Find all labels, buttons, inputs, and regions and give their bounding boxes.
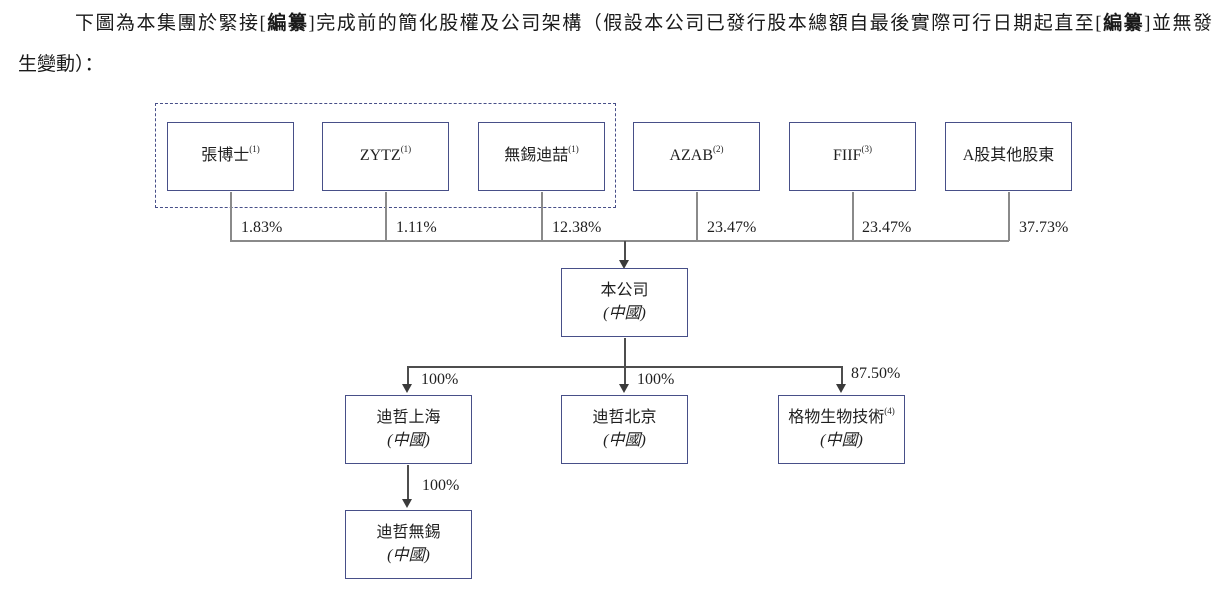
connector-line — [407, 465, 409, 500]
connector-line — [841, 366, 843, 385]
down-arrow-icon — [619, 260, 629, 269]
down-arrow-icon — [619, 384, 629, 393]
connector-line — [385, 192, 387, 241]
ownership-label: 1.11% — [396, 219, 437, 236]
footnote-marker: (4) — [884, 405, 895, 416]
connector-line — [852, 192, 854, 241]
entity-jurisdiction: (中國) — [387, 546, 430, 564]
footnote-marker: (2) — [713, 143, 724, 154]
ownership-label: 100% — [637, 371, 675, 388]
subsidiary-box-dizhe-shanghai: 迪哲上海 (中國) — [345, 395, 472, 464]
entity-name: 本公司 — [600, 282, 649, 300]
down-arrow-icon — [402, 499, 412, 508]
footnote-marker: (1) — [400, 143, 412, 154]
shareholder-box-zytz: ZYTZ(1) — [322, 122, 449, 191]
entity-name: 無錫迪喆(1) — [504, 143, 579, 165]
down-arrow-icon — [402, 384, 412, 393]
down-arrow-icon — [836, 384, 846, 393]
entity-jurisdiction: (中國) — [603, 431, 646, 449]
company-box: 本公司 (中國) — [561, 268, 688, 337]
intro-paragraph-line2: 生變動）： — [18, 54, 104, 75]
connector-line — [1008, 192, 1010, 241]
ownership-label: 100% — [421, 371, 459, 388]
footnote-marker: (1) — [568, 143, 579, 154]
redaction-placeholder: 編纂 — [1101, 13, 1145, 34]
ownership-label: 87.50% — [851, 365, 901, 382]
entity-jurisdiction: (中國) — [387, 431, 430, 449]
connector-line — [230, 192, 232, 241]
connector-line — [624, 241, 626, 262]
entity-name: 格物生物技術(4) — [788, 405, 895, 427]
ownership-label: 12.38% — [552, 219, 602, 236]
footnote-marker: (1) — [249, 143, 260, 154]
subsidiary-box-dizhe-wuxi: 迪哲無錫 (中國) — [345, 510, 472, 579]
shareholder-box-azab: AZAB(2) — [633, 122, 760, 191]
ownership-label: 23.47% — [707, 219, 757, 236]
entity-name: 迪哲北京 — [592, 409, 657, 427]
intro-text: 下圖為本集團於緊接[ — [75, 13, 266, 34]
intro-paragraph-line1: 下圖為本集團於緊接[編纂]完成前的簡化股權及公司架構（假設本公司已發行股本總額自… — [75, 12, 1212, 36]
entity-name: AZAB(2) — [669, 143, 724, 165]
ownership-label: 1.83% — [241, 219, 283, 236]
connector-line — [696, 192, 698, 241]
entity-jurisdiction: (中國) — [603, 304, 646, 322]
ownership-label: 100% — [422, 477, 460, 494]
entity-name: FIIF(3) — [833, 143, 872, 165]
footnote-marker: (3) — [861, 143, 872, 154]
connector-line — [407, 366, 409, 385]
entity-name: 迪哲上海 — [376, 409, 441, 427]
entity-name: 張博士(1) — [201, 143, 260, 165]
entity-jurisdiction: (中國) — [820, 431, 863, 449]
entity-name: ZYTZ(1) — [359, 143, 412, 165]
intro-text: ]並無發 — [1144, 13, 1212, 34]
connector-line — [541, 192, 543, 241]
subsidiary-box-gewu-biotech: 格物生物技術(4) (中國) — [778, 395, 905, 464]
intro-text: ]完成前的簡化股權及公司架構（假設本公司已發行股本總額自最後實際可行日期起直至[ — [308, 13, 1102, 34]
subsidiary-box-dizhe-beijing: 迪哲北京 (中國) — [561, 395, 688, 464]
shareholder-box-a-share-others: A股其他股東 — [945, 122, 1072, 191]
shareholder-box-dr-zhang: 張博士(1) — [167, 122, 294, 191]
shareholder-box-wuxi-dizhe: 無錫迪喆(1) — [478, 122, 605, 191]
connector-line — [624, 366, 626, 385]
redaction-placeholder: 編纂 — [265, 13, 309, 34]
ownership-label: 23.47% — [862, 219, 912, 236]
connector-line — [624, 338, 626, 367]
shareholder-box-fiif: FIIF(3) — [789, 122, 916, 191]
ownership-label: 37.73% — [1019, 219, 1069, 236]
connector-line — [230, 240, 1009, 242]
entity-name: A股其他股東 — [962, 147, 1055, 165]
entity-name: 迪哲無錫 — [376, 524, 441, 542]
